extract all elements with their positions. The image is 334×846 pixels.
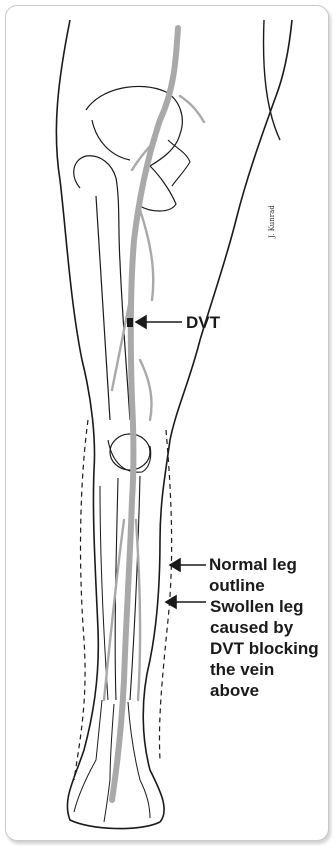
knee-joint [108,440,151,472]
foot-bones [74,700,150,822]
dvt-label: DVT [186,312,220,333]
vein-branches [104,96,204,700]
arrow-swollen-leg [166,596,206,608]
arrow-normal-leg [170,559,206,571]
normal-leg-label: Normal leg outline [209,554,329,596]
artist-signature: J. Kunrad [268,205,276,238]
kneecap-bone [110,434,150,470]
dvt-clot [127,318,133,327]
swollen-leg-label: Swollen leg caused by DVT blocking the v… [210,596,328,701]
arrow-dvt [136,316,182,328]
leg-outline [56,20,292,829]
sacrum-bone [168,140,190,186]
femur-bone [74,156,130,420]
